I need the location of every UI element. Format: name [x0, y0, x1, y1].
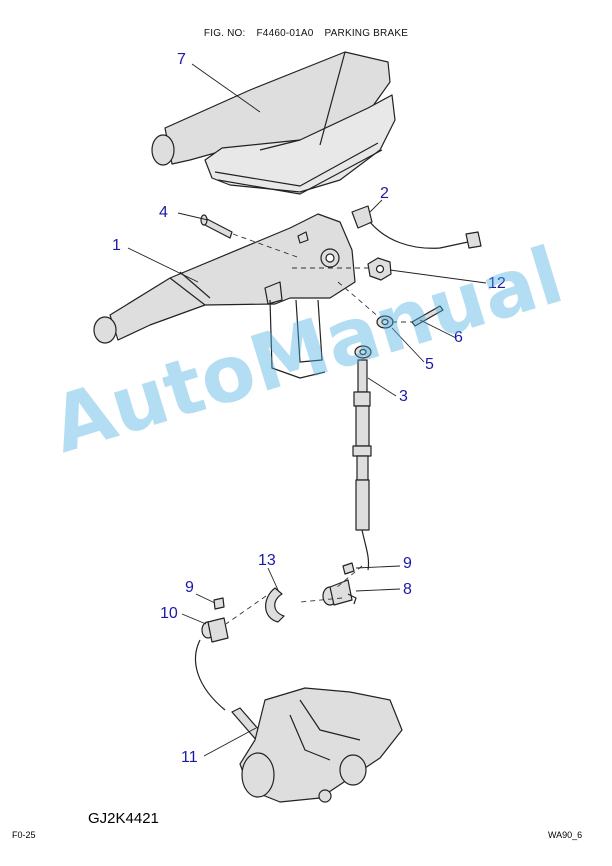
- callout-3: 3: [399, 388, 408, 405]
- callout-11: 11: [181, 749, 198, 766]
- bolt-part: [213, 562, 355, 610]
- callout-4: 4: [159, 204, 168, 221]
- figure-header: FIG. NO: F4460-01A0 PARKING BRAKE: [0, 28, 612, 39]
- callout-12: 12: [488, 275, 506, 292]
- caliper-part: [239, 687, 403, 803]
- figure-title: PARKING BRAKE: [324, 28, 409, 39]
- callout-7: 7: [177, 51, 186, 68]
- washer-part: [376, 315, 394, 329]
- callout-9-upper: 9: [403, 555, 412, 572]
- callout-1: 1: [112, 237, 121, 254]
- sheet-reference: WA90_6: [548, 830, 583, 840]
- callout-6: 6: [454, 329, 463, 346]
- callout-5: 5: [425, 356, 434, 373]
- nut-part: [367, 257, 392, 281]
- switch-part: [351, 205, 482, 249]
- drawing-number: GJ2K4421: [88, 810, 159, 827]
- assembly-lines: [225, 233, 412, 625]
- leader-lines: [127, 63, 487, 757]
- boot-cover-part: [151, 51, 396, 195]
- clip-part: [265, 587, 285, 623]
- fig-number: F4460-01A0: [256, 28, 314, 39]
- pin-part: [200, 214, 233, 239]
- callout-13: 13: [258, 552, 276, 569]
- callout-8: 8: [403, 581, 412, 598]
- cable-joint-part: [322, 579, 357, 606]
- cotter-pin-part: [411, 305, 444, 327]
- page-reference: F0-25: [12, 830, 36, 840]
- fig-label: FIG. NO:: [203, 28, 246, 39]
- clamp-part: [201, 617, 229, 643]
- callout-2: 2: [380, 185, 389, 202]
- adjuster-rod-part: [352, 345, 372, 571]
- lever-part: [93, 213, 356, 379]
- callout-9-lower: 9: [185, 579, 194, 596]
- callout-10: 10: [160, 605, 178, 622]
